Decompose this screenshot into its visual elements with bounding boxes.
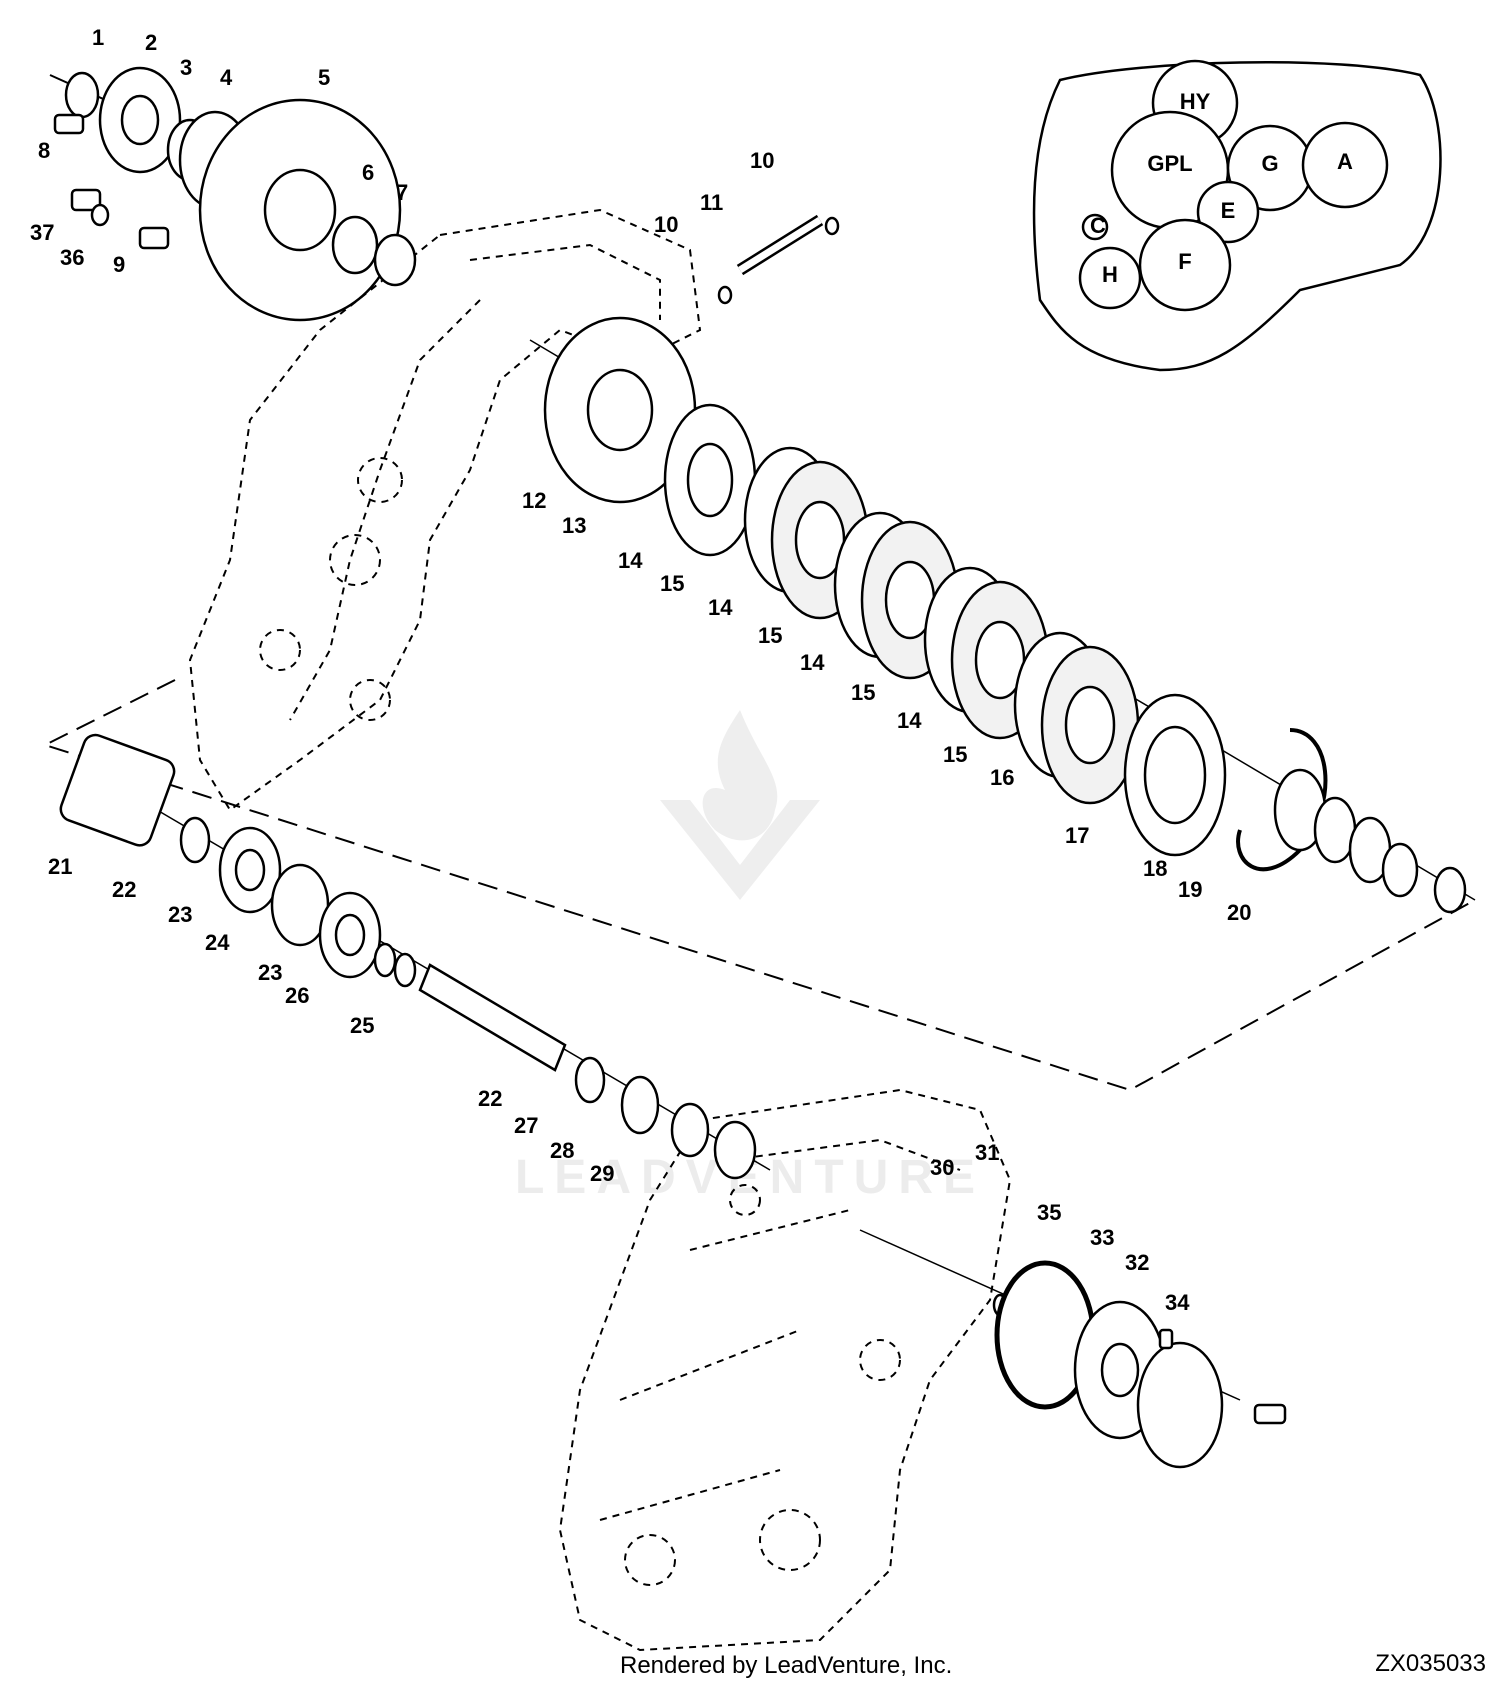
shaft-assembly [59,733,757,1180]
callout-15: 15 [660,571,684,596]
region-label-e: E [1221,198,1236,223]
region-label-h: H [1102,262,1118,287]
callout-24: 24 [205,930,230,955]
callout-15: 15 [851,680,875,705]
pin-assembly [717,214,840,305]
callout-29: 29 [590,1161,614,1186]
callout-23: 23 [168,902,192,927]
callout-8: 8 [38,138,50,163]
callout-14: 14 [800,650,825,675]
region-label-hy: HY [1180,89,1211,114]
callout-18: 18 [1143,856,1167,881]
callout-11: 11 [700,190,723,215]
callout-16: 16 [990,765,1014,790]
callout-20: 20 [1227,900,1251,925]
region-label-g: G [1261,151,1278,176]
callout-10: 10 [750,148,774,173]
region-label-a: A [1337,149,1353,174]
callout-21: 21 [48,854,72,879]
callout-14: 14 [897,708,922,733]
end-cover-assembly [992,1260,1287,1469]
drawing-id: ZX035033 [1375,1650,1486,1677]
callout-37: 37 [30,220,54,245]
callout-12: 12 [522,488,546,513]
callout-26: 26 [285,983,309,1008]
callout-32: 32 [1125,1250,1149,1275]
region-labels: HY GPL G A E CH F [1090,89,1353,287]
cover-assembly [53,66,417,322]
region-label-gpl: GPL [1147,151,1192,176]
callout-33: 33 [1090,1225,1114,1250]
callout-6: 6 [362,160,374,185]
region-label-c: C [1090,213,1106,238]
callout-7: 7 [396,180,408,205]
callout-22: 22 [478,1086,502,1111]
callout-17: 17 [1065,823,1089,848]
callout-23: 23 [258,960,282,985]
callout-2: 2 [145,30,157,55]
callout-30: 30 [930,1155,954,1180]
callout-4: 4 [220,65,233,90]
callout-36: 36 [60,245,84,270]
lower-housing-outline [558,1088,1012,1652]
callout-3: 3 [180,55,192,80]
callout-15: 15 [943,742,967,767]
callout-1: 1 [92,25,104,50]
callout-35: 35 [1037,1200,1061,1225]
clutch-pack [543,316,1467,914]
rendered-by-credit: Rendered by LeadVenture, Inc. [620,1652,953,1679]
callout-31: 31 [975,1140,999,1165]
upper-housing-outline [188,208,702,812]
callout-13: 13 [562,513,586,538]
assembly-guide-box [42,679,1476,1092]
callout-10: 10 [654,212,678,237]
callout-27: 27 [514,1113,538,1138]
gear-case-inset [1032,59,1442,372]
callout-14: 14 [708,595,733,620]
callout-22: 22 [112,877,136,902]
callout-15: 15 [758,623,782,648]
callout-28: 28 [550,1138,574,1163]
callout-14: 14 [618,548,643,573]
callout-19: 19 [1178,877,1202,902]
callout-5: 5 [318,65,330,90]
callout-9: 9 [113,252,125,277]
callout-34: 34 [1165,1290,1190,1315]
callout-25: 25 [350,1013,374,1038]
region-label-f: F [1178,249,1191,274]
